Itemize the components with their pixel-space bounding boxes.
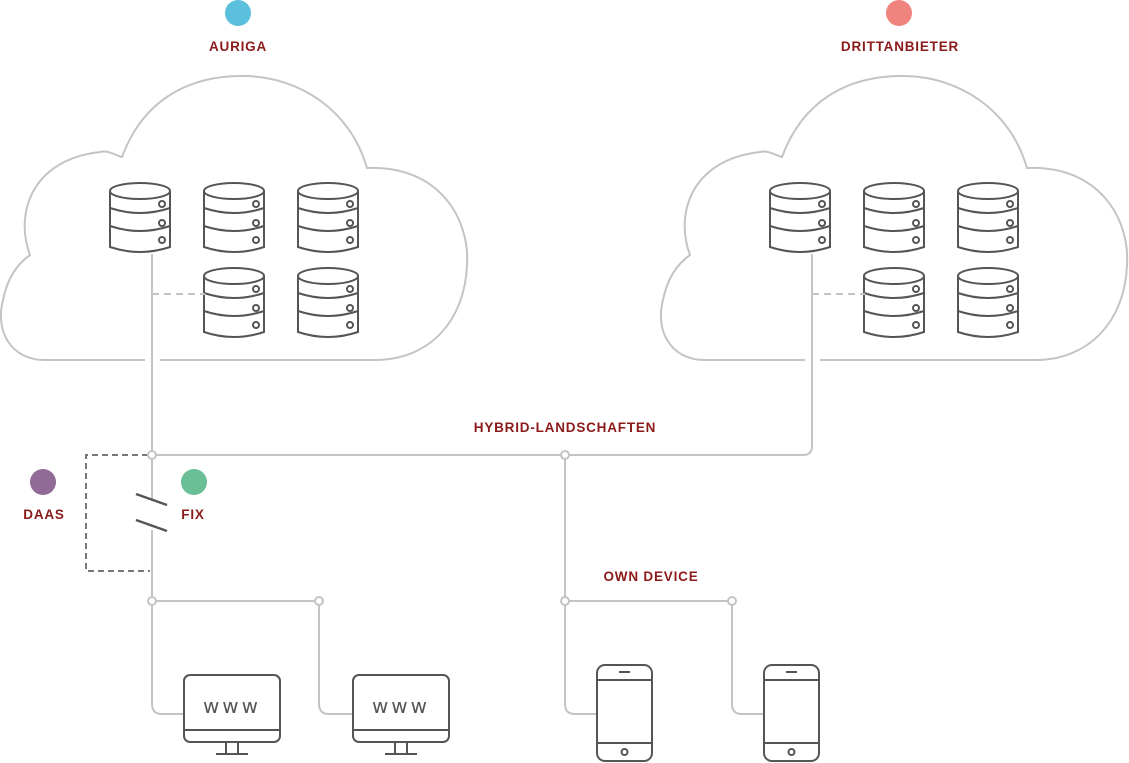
auriga-dot [225, 0, 251, 26]
server-icon [297, 182, 359, 253]
server-icon [203, 182, 265, 253]
connector-phone-1 [564, 601, 597, 715]
server-icon [863, 182, 925, 253]
hybrid-landschaften-label: HYBRID-LANDSCHAFTEN [473, 420, 657, 435]
connector-phone-2 [731, 601, 764, 715]
fix-switch-lower [135, 518, 168, 533]
cloud-drittanbieter-outline [659, 74, 1129, 361]
connector-monitor-2 [318, 601, 353, 715]
drittanbieter-dot [886, 0, 912, 26]
server-icon [109, 182, 171, 253]
daas-dot [30, 469, 56, 495]
junction-node [727, 596, 737, 606]
junction-node [560, 596, 570, 606]
monitor-screen-text: www [203, 694, 261, 718]
daas-dashed-bypass [85, 454, 150, 572]
cloud-auriga-outline [0, 74, 469, 361]
server-icon [957, 182, 1019, 253]
junction-node [560, 450, 570, 460]
junction-node [314, 596, 324, 606]
fix-switch-upper [135, 492, 168, 507]
daas-label: DAAS [23, 507, 65, 522]
fix-dot [181, 469, 207, 495]
server-icon [863, 267, 925, 338]
auriga-label: AURIGA [208, 39, 268, 54]
junction-node [147, 450, 157, 460]
monitor-screen-text: www [372, 694, 430, 718]
fix-label: FIX [181, 507, 205, 522]
server-icon [203, 267, 265, 338]
own-device-label: OWN DEVICE [603, 569, 699, 584]
drittanbieter-label: DRITTANBIETER [840, 39, 960, 54]
server-icon [769, 182, 831, 253]
server-icon [297, 267, 359, 338]
server-icon [957, 267, 1019, 338]
connector-monitor-1 [151, 601, 184, 715]
phone-icon [763, 664, 820, 762]
junction-node [147, 596, 157, 606]
phone-icon [596, 664, 653, 762]
monitor-icon: www [352, 674, 450, 755]
monitor-icon: www [183, 674, 281, 755]
connector-drittanbieter-down [152, 254, 813, 456]
